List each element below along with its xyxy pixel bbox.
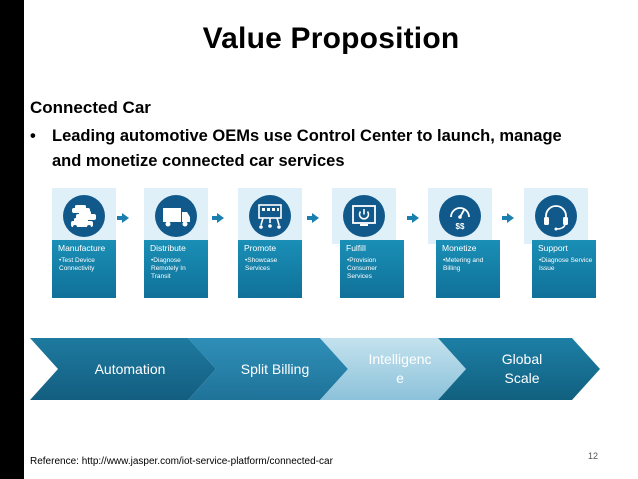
step-support-icon-panel [524,188,588,244]
meter-money-icon: $$ [439,195,481,237]
arrow-right-icon [407,213,419,223]
step-description: •Provision Consumer Services [347,257,377,280]
chevron-global-scale [438,338,600,400]
left-accent-bar [0,0,24,479]
step-fulfill: Fulfill •Provision Consumer Services [340,240,404,298]
slide-subtitle: Connected Car [30,98,151,117]
step-fulfill-icon-panel [332,188,396,244]
page-number: 12 [588,451,599,461]
chevron-split-billing [188,338,348,400]
step-monetize: Monetize •Metering and Billing [436,240,500,298]
chevron-label-split-billing: Split Billing [240,360,310,377]
chevron-label-intelligence: Intelligenc e [368,351,432,386]
step-description: •Diagnose Service Issue [539,257,593,272]
step-title: Monetize [442,243,477,253]
step-title: Distribute [150,243,186,253]
chevron-process-bar: Automation Split Billing Intelligenc e G… [30,338,600,400]
arrow-right-icon [212,213,224,223]
slide-title: Value Proposition [202,22,460,55]
meter-money-label: $$ [456,222,465,231]
chevron-label-global-scale: Global Scale [501,351,543,386]
step-description: •Test Device Connectivity [59,257,95,272]
step-description: •Showcase Services [245,257,278,272]
step-description: •Metering and Billing [443,257,484,272]
step-title: Fulfill [346,243,366,253]
chevron-label-automation: Automation [94,360,166,377]
step-distribute: Distribute •Diagnose Remotely In Transit [144,240,208,298]
step-title: Manufacture [58,243,106,253]
arrow-right-icon [502,213,514,223]
step-promote-icon-panel [238,188,302,244]
power-screen-icon [343,195,385,237]
step-manufacture-icon-panel [52,188,116,244]
cars-icon [63,195,105,237]
step-title: Support [538,243,568,253]
step-title: Promote [244,243,277,253]
step-monetize-icon-panel: $$ [428,188,492,244]
display-board-icon [249,195,291,237]
headset-icon [535,195,577,237]
step-promote: Promote •Showcase Services [238,240,302,298]
chevron-intelligence [320,338,466,400]
truck-icon [155,195,197,237]
chevron-automation [30,338,216,400]
bullet-marker: • [30,127,36,145]
step-description: •Diagnose Remotely In Transit [151,257,186,280]
arrow-right-icon [307,213,319,223]
reference-text: Reference: http://www.jasper.com/iot-ser… [30,456,333,467]
step-support: Support •Diagnose Service Issue [532,240,596,298]
bullet-item: • Leading automotive OEMs use Control Ce… [30,124,590,174]
step-distribute-icon-panel [144,188,208,244]
bullet-text: Leading automotive OEMs use Control Cent… [52,127,562,170]
step-manufacture: Manufacture •Test Device Connectivity [52,240,116,298]
arrow-right-icon [117,213,129,223]
